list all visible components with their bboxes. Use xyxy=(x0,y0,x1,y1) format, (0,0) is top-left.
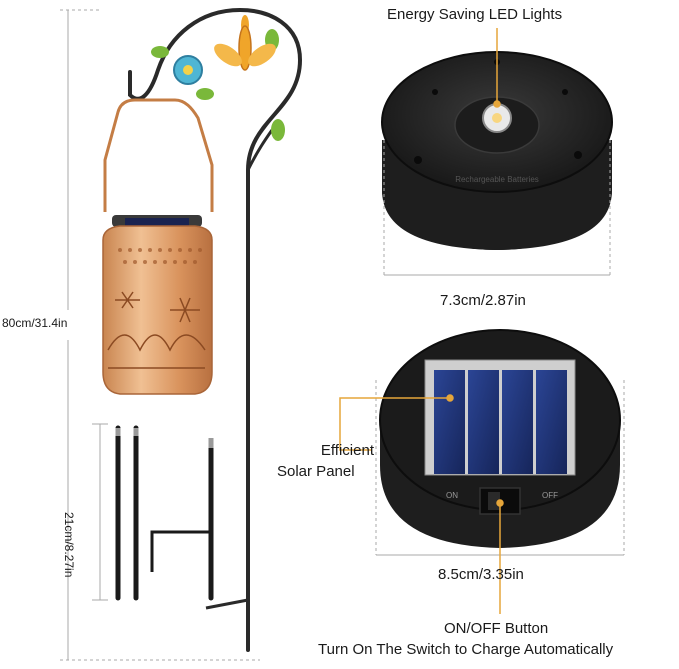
total-height-label: 80cm/31.4in xyxy=(2,316,68,330)
lantern-handle xyxy=(103,98,214,212)
battery-marking: Rechargeable Batteries xyxy=(455,175,539,184)
bottom-width-label: 8.5cm/3.35in xyxy=(438,566,524,583)
shepherd-hook-pole xyxy=(128,7,303,652)
top-width-dimension xyxy=(383,140,611,276)
copper-lantern xyxy=(102,215,213,395)
stake-height-label: 21cm/8.27in xyxy=(62,512,76,578)
dragonfly-flower-ornament xyxy=(151,15,285,141)
solar-label-line1: Efficient xyxy=(320,442,374,459)
stake-parts xyxy=(92,423,214,601)
top-width-label: 7.3cm/2.87in xyxy=(440,292,526,309)
callout-lines xyxy=(339,28,504,614)
total-height-dimension xyxy=(60,9,260,661)
solar-label-line2: Solar Panel xyxy=(277,463,355,480)
onoff-button-label: ON/OFF Button xyxy=(444,620,549,637)
charge-instruction-label: Turn On The Switch to Charge Automatical… xyxy=(318,641,614,658)
led-light-unit xyxy=(381,51,613,250)
on-marking: ON xyxy=(446,491,458,500)
off-marking: OFF xyxy=(542,491,558,500)
led-lights-label: Energy Saving LED Lights xyxy=(387,6,563,23)
